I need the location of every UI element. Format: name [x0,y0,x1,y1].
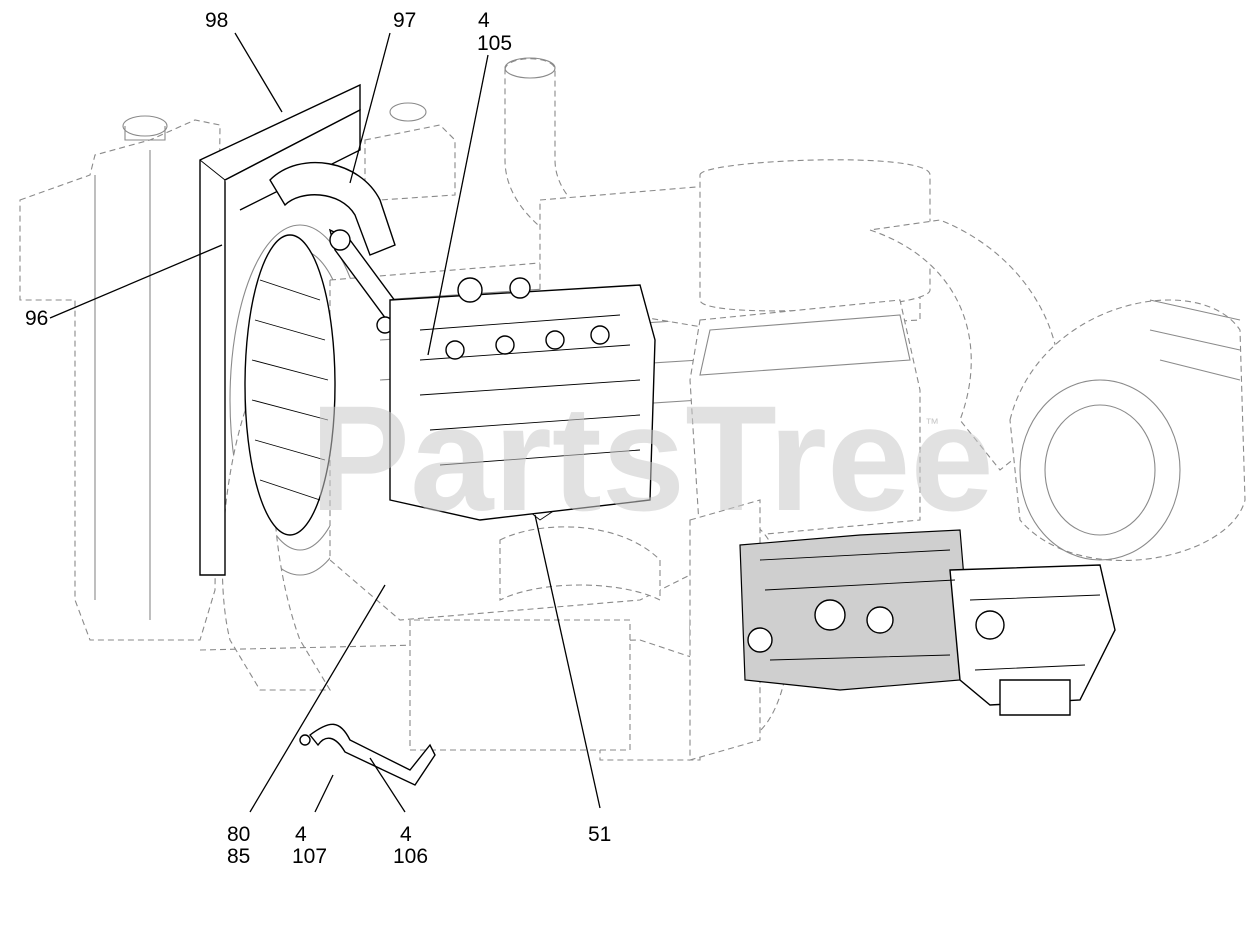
drain-hose-part-106-107[interactable] [299,723,436,786]
callout-97: 97 [393,9,416,32]
watermark-trademark: ™ [925,415,939,431]
leader-98 [234,32,283,113]
callout-96: 96 [25,307,48,330]
watermark: PartsTree ™ [310,374,994,542]
cooling-fan [244,234,336,536]
radiator-hose-part-97[interactable] [269,161,396,256]
leader-96 [49,244,223,319]
callout-105: 105 [477,32,512,55]
callout-4-top: 4 [478,9,490,32]
callouts: 98 97 4 105 96 51 80 85 4 107 4 106 [25,9,611,868]
callout-4-right: 4 [400,823,412,846]
leader-106 [369,757,406,813]
callout-98: 98 [205,9,228,32]
leader-97 [349,32,391,184]
callout-80: 80 [227,823,250,846]
callout-107: 107 [292,845,327,868]
leader-107 [314,774,334,813]
leader-105 [427,54,489,356]
callout-51: 51 [588,823,611,846]
leader-lines [49,32,601,813]
callout-106: 106 [393,845,428,868]
callout-4-left: 4 [295,823,307,846]
leader-51 [534,514,601,809]
watermark-text: PartsTree [310,374,994,542]
callout-85: 85 [227,845,250,868]
hydraulic-pump-assembly [739,529,1116,716]
leader-80 [249,584,386,813]
engine-block-ghost [19,57,1246,761]
injection-pump-detail [389,277,656,521]
